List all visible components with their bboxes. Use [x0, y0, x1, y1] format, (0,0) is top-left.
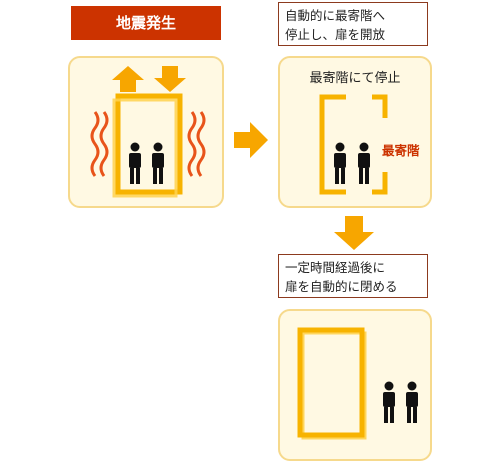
- person-icon: [358, 142, 370, 184]
- step3-caption-line1: 一定時間経過後に: [285, 260, 386, 275]
- vibration-wave-right-icon: [187, 111, 206, 177]
- person-icon: [383, 381, 395, 423]
- shaking-elevator-icon: [112, 93, 183, 198]
- step2-panel-title: 最寄階にて停止: [309, 71, 401, 86]
- step2-caption-line2: 停止し、扉を開放: [285, 27, 386, 42]
- step1-label: 地震発生: [71, 6, 221, 40]
- closed-elevator-icon: [297, 327, 367, 440]
- open-elevator-icon: [319, 94, 388, 195]
- step3-caption-line2: 扉を自動的に閉める: [285, 279, 398, 294]
- vibration-wave-left-icon: [90, 111, 109, 177]
- person-icon: [152, 142, 164, 184]
- person-icon: [334, 142, 346, 184]
- step2-caption-line1: 自動的に最寄階へ: [285, 8, 386, 23]
- person-icon: [406, 381, 418, 423]
- step2-caption: 自動的に最寄階へ 停止し、扉を開放: [278, 2, 428, 46]
- person-icon: [129, 142, 141, 184]
- right-arrow-icon: [234, 122, 268, 158]
- step2-panel: [278, 56, 432, 208]
- up-arrow-icon: [112, 66, 144, 92]
- down-arrow-icon: [334, 216, 374, 250]
- down-arrow-icon: [154, 66, 186, 92]
- step3-caption: 一定時間経過後に 扉を自動的に閉める: [278, 254, 428, 298]
- step2-floor-label: 最寄階: [382, 143, 420, 158]
